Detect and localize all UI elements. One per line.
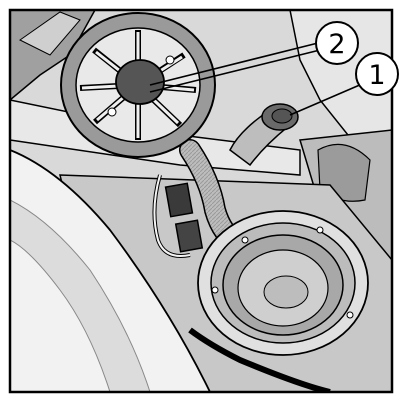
- callout-1: 1: [355, 52, 399, 96]
- door-trim-panel: [10, 149, 212, 392]
- connector-lower: [174, 219, 204, 253]
- figure-frame: [8, 8, 394, 394]
- callout-2-label: 2: [328, 29, 345, 60]
- grommet-1-hole: [271, 108, 293, 124]
- upper-left-bracket: [19, 11, 81, 56]
- speaker-screw: [211, 286, 219, 294]
- speaker-screw: [316, 226, 324, 234]
- lower-cable: [188, 327, 331, 392]
- connector-upper: [164, 182, 194, 218]
- callout-1-label: 1: [368, 60, 385, 91]
- wire-harness-core: [153, 174, 191, 257]
- callout-2: 2: [315, 21, 359, 65]
- speaker-dust-cap: [263, 275, 309, 309]
- speaker-screw: [346, 311, 354, 319]
- leader-line-2a: [149, 42, 319, 86]
- leader-line-2b: [149, 49, 321, 93]
- center-plug-2: [115, 59, 165, 105]
- leader-line-1: [289, 83, 363, 116]
- speaker-screw: [241, 236, 249, 244]
